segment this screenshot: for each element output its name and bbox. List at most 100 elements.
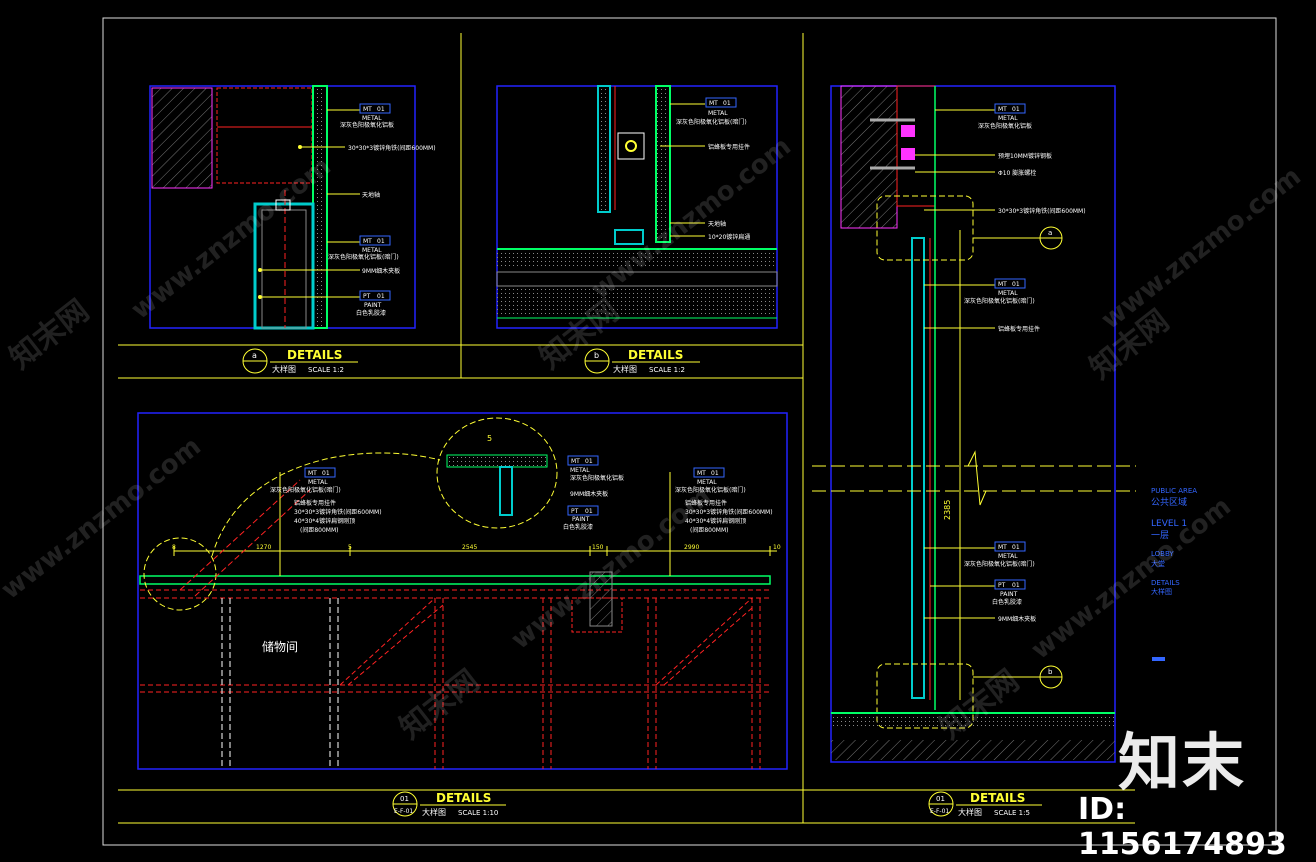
tag-mt-num: 01 xyxy=(711,470,719,477)
ceiling-columns xyxy=(339,597,761,769)
tag-mt: MT xyxy=(998,281,1007,288)
dimension-value: 2990 xyxy=(684,544,699,551)
label-dim-2385: 2385 xyxy=(943,500,952,520)
label-ceiling-channel-b: 天地轴 xyxy=(708,220,726,228)
label-paint: PAINT xyxy=(1000,591,1018,598)
detail-ceiling-title: DETAILS xyxy=(436,791,491,805)
label-metal: METAL xyxy=(998,290,1018,297)
callout-red-2 xyxy=(194,489,311,597)
tag-mt: MT xyxy=(571,458,580,465)
tag-mt-num: 01 xyxy=(377,106,385,113)
ceiling-drain xyxy=(589,571,613,627)
label-paint: PAINT xyxy=(572,516,590,523)
label-metal-desc-door: 深灰色阳极氧化铝板(暗门) xyxy=(964,297,1035,305)
tag-pt: PT xyxy=(571,508,579,515)
detail-a: MT 01 METAL 深灰色阳极氧化铝板 30*30*3镀锌角铁(间距600M… xyxy=(149,85,436,374)
watermark-layer: www.znzmo.com 知末网 www.znzmo.com 知末网 www.… xyxy=(0,132,1307,747)
section-slab-hatch xyxy=(840,85,898,229)
label-special-hanger: 铝蜂板专用挂件 xyxy=(294,499,336,507)
detail-a-panel-inner xyxy=(316,86,324,328)
label-embed-plate: 预埋10MM镀锌钢板 xyxy=(998,152,1052,160)
detail-a-hanger xyxy=(275,199,291,211)
label-board-9mm: 9MM细木夹板 xyxy=(362,267,400,275)
tag-pt-num: 01 xyxy=(1012,582,1020,589)
watermark-site: www.znzmo.com xyxy=(586,132,797,306)
tag-mt: MT xyxy=(998,106,1007,113)
label-paint-white: 白色乳胶漆 xyxy=(992,598,1022,606)
label-metal-desc: 深灰色阳极氧化铝板 xyxy=(978,122,1032,130)
detail-a-scale: SCALE 1:2 xyxy=(308,366,344,374)
section-plate-2 xyxy=(901,148,915,160)
dimension-value: 8 xyxy=(172,544,176,551)
detail-a-beam xyxy=(216,87,313,184)
callout-top-frame xyxy=(499,466,513,516)
detail-a-title: DETAILS xyxy=(287,348,342,362)
dimension-value: 1270 xyxy=(256,544,271,551)
detail-a-marker-letter: a xyxy=(252,351,257,360)
label-metal: METAL xyxy=(570,467,590,474)
paint-tag xyxy=(994,579,1026,590)
label-special-hanger: 铝蜂板专用挂件 xyxy=(685,499,727,507)
dimension-ticks xyxy=(173,546,771,556)
label-angle-steel: 30*30*3镀锌角铁(间距600MM) xyxy=(348,144,436,152)
detail-section: a b 2385 MT 01 METAL 深灰色阳极氧化铝板 预埋10MM镀锌钢… xyxy=(812,85,1136,817)
label-metal: METAL xyxy=(362,115,382,122)
watermark-site-cn: 知末网 xyxy=(933,663,1025,746)
detail-b-panel xyxy=(655,85,671,243)
label-ceiling-channel: 天地轴 xyxy=(362,191,380,199)
label-angle-steel: 30*30*3镀锌角铁(间距600MM) xyxy=(685,508,773,516)
label-angle-steel: 30*30*3镀锌角铁(间距600MM) xyxy=(998,207,1086,215)
tag-mt: MT xyxy=(709,100,718,107)
label-bolt: Φ10 膨胀螺栓 xyxy=(998,169,1036,177)
section-floor-2 xyxy=(831,740,1115,760)
watermark-site: www.znzmo.com xyxy=(1026,492,1237,666)
ceiling-panel xyxy=(139,575,771,585)
label-angle-40: 40*30*4镀锌扁钢刚顶 xyxy=(685,517,746,525)
detail-section-scale: SCALE 1:5 xyxy=(994,809,1030,817)
label-special-hanger: 铝蜂板专用挂件 xyxy=(998,325,1040,333)
tag-mt: MT xyxy=(363,238,372,245)
label-spacing-800: (间距800MM) xyxy=(690,526,729,534)
detail-b-scale-cn: 大样图 xyxy=(613,364,637,374)
detail-section-marker-number: 01 xyxy=(936,795,945,803)
detail-ceiling-border xyxy=(137,412,788,770)
label-metal-desc: 深灰色阳极氧化铝板 xyxy=(340,121,394,129)
callout-circle-left xyxy=(143,537,217,611)
label-metal-desc-door: 深灰色阳极氧化铝板(暗门) xyxy=(270,486,341,494)
paint-tag xyxy=(567,505,599,516)
tag-mt-num: 01 xyxy=(322,470,330,477)
tag-mt: MT xyxy=(308,470,317,477)
dimension-value: 150 xyxy=(592,544,604,551)
label-spacing-800: (间距800MM) xyxy=(300,526,339,534)
watermark-site-cn: 知末网 xyxy=(393,663,485,746)
callout-marker-a-letter: a xyxy=(1048,229,1052,237)
label-metal: METAL xyxy=(998,115,1018,122)
label-metal: METAL xyxy=(308,479,328,486)
detail-b-hanger xyxy=(617,132,645,160)
material-tag xyxy=(304,467,336,478)
callout-link xyxy=(211,452,441,557)
legend-type-cn: 大样图 xyxy=(1151,587,1172,596)
label-dim-5: 5 xyxy=(487,434,492,443)
detail-b-wall xyxy=(597,85,611,213)
material-tag xyxy=(994,103,1026,114)
tag-pt: PT xyxy=(363,293,371,300)
material-tag xyxy=(994,541,1026,552)
detail-section-title: DETAILS xyxy=(970,791,1025,805)
tag-mt: MT xyxy=(363,106,372,113)
detail-b-bottom-channel xyxy=(614,229,644,245)
material-tag xyxy=(359,235,391,246)
label-paint: PAINT xyxy=(364,302,382,309)
detail-ceiling: 储物间 8 1270 5 2545 150 2990 10 5 MT 01 ME… xyxy=(137,412,788,817)
dimension-value: 10 xyxy=(773,544,781,551)
label-metal-desc: 深灰色阳极氧化铝板 xyxy=(570,474,624,482)
watermark-site-cn: 知末网 xyxy=(3,293,95,376)
material-tag xyxy=(693,467,725,478)
label-metal-desc-door: 深灰色阳极氧化铝板(暗门) xyxy=(675,486,746,494)
legend-area-cn: 公共区域 xyxy=(1151,496,1187,508)
label-paint-white: 白色乳胶漆 xyxy=(356,309,386,317)
material-tag xyxy=(994,278,1026,289)
detail-ceiling-marker-number: 01 xyxy=(400,795,409,803)
legend-mark xyxy=(1152,657,1165,661)
